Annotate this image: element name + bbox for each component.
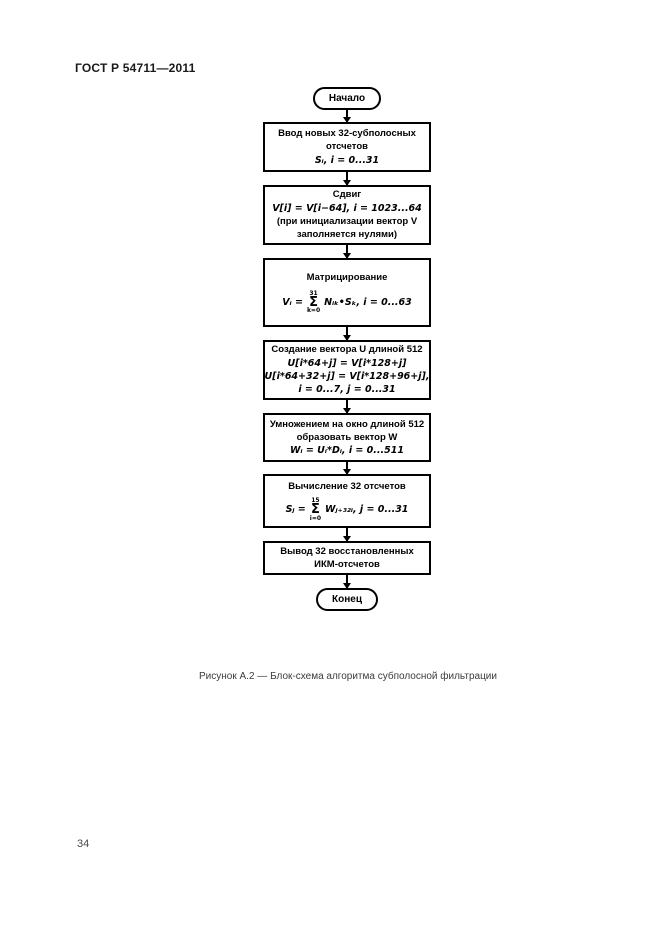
flow-arrow [343, 528, 351, 542]
flow-arrow [343, 462, 351, 475]
flow-arrow [343, 245, 351, 259]
sum-upper-limit: 31 [309, 289, 318, 297]
flow-arrow [343, 327, 351, 341]
box-matrixing-title: Матрицирование [306, 271, 388, 283]
figure-caption: Рисунок А.2 — Блок-схема алгоритма субпо… [199, 671, 497, 682]
box-vector-u-line2: U[i*64+32+j] = V[i*128+96+j], [264, 371, 430, 382]
flow-arrow [343, 575, 351, 589]
formula-rhs: Nᵢₖ•Sₖ, i = 0...63 [324, 296, 412, 308]
flow-arrow [343, 172, 351, 186]
box-input-line1: Ввод новых 32-субполосных [278, 128, 416, 140]
flowchart: Начало Ввод новых 32-субполосных отсчето… [261, 87, 433, 611]
sum-lower-limit: k=0 [306, 307, 321, 315]
flowchart-box-samples: Вычисление 32 отсчетов Sⱼ = 15 Σ i=0 Wⱼ₊… [263, 474, 431, 528]
box-shift-formula: V[i] = V[i−64], i = 1023...64 [272, 202, 422, 214]
sum-upper-limit: 15 [311, 497, 320, 505]
flowchart-box-output: Вывод 32 восстановленных ИКМ-отсчетов [263, 541, 431, 575]
box-output-line1: Вывод 32 восстановленных [280, 545, 414, 557]
formula-lhs: Sⱼ = [285, 504, 306, 516]
flowchart-end-node: Конец [316, 588, 378, 611]
box-shift-title: Сдвиг [332, 189, 362, 201]
box-shift-note1: (при инициализации вектор V [276, 216, 418, 227]
box-matrixing-formula: Vᵢ = 31 Σ k=0 Nᵢₖ•Sₖ, i = 0...63 [282, 289, 412, 315]
document-header: ГОСТ Р 54711—2011 [75, 61, 196, 75]
page-number: 34 [77, 838, 90, 850]
formula-rhs: Wⱼ₊₃₂ᵢ, j = 0...31 [325, 504, 409, 516]
sigma-glyph: Σ [309, 294, 318, 310]
flow-arrow [343, 400, 351, 414]
box-vector-u-line3: i = 0...7, j = 0...31 [298, 384, 396, 396]
box-samples-formula: Sⱼ = 15 Σ i=0 Wⱼ₊₃₂ᵢ, j = 0...31 [286, 498, 409, 522]
flowchart-box-input: Ввод новых 32-субполосных отсчетов Sᵢ, i… [263, 122, 431, 172]
sum-symbol: 31 Σ k=0 [306, 289, 321, 315]
box-window-formula: Wᵢ = Uᵢ*Dᵢ, i = 0...511 [290, 445, 404, 457]
formula-lhs: Vᵢ = [282, 296, 303, 308]
box-vector-u-title: Создание вектора U длиной 512 [271, 344, 423, 356]
box-shift-note2: заполняется нулями) [296, 229, 398, 241]
flowchart-box-matrixing: Матрицирование Vᵢ = 31 Σ k=0 Nᵢₖ•Sₖ, i =… [263, 258, 431, 327]
box-output-line2: ИКМ-отсчетов [314, 559, 380, 570]
box-input-formula: Sᵢ, i = 0...31 [314, 154, 380, 166]
box-input-line2: отсчетов [326, 141, 368, 153]
box-window-line2: образовать вектор W [296, 431, 398, 443]
sum-lower-limit: i=0 [309, 514, 322, 522]
flowchart-box-vector-u: Создание вектора U длиной 512 U[i*64+j] … [263, 340, 431, 400]
box-vector-u-line1: U[i*64+j] = V[i*128+j] [287, 357, 407, 369]
flow-arrow [343, 110, 351, 123]
box-samples-title: Вычисление 32 отсчетов [288, 481, 406, 492]
flowchart-box-shift: Сдвиг V[i] = V[i−64], i = 1023...64 (при… [263, 185, 431, 245]
flowchart-box-window: Умножением на окно длиной 512 образовать… [263, 413, 431, 462]
sigma-glyph: Σ [310, 502, 320, 518]
box-window-line1: Умножением на окно длиной 512 [269, 418, 425, 430]
sum-symbol: 15 Σ i=0 [310, 498, 321, 522]
flowchart-start-node: Начало [312, 87, 382, 110]
